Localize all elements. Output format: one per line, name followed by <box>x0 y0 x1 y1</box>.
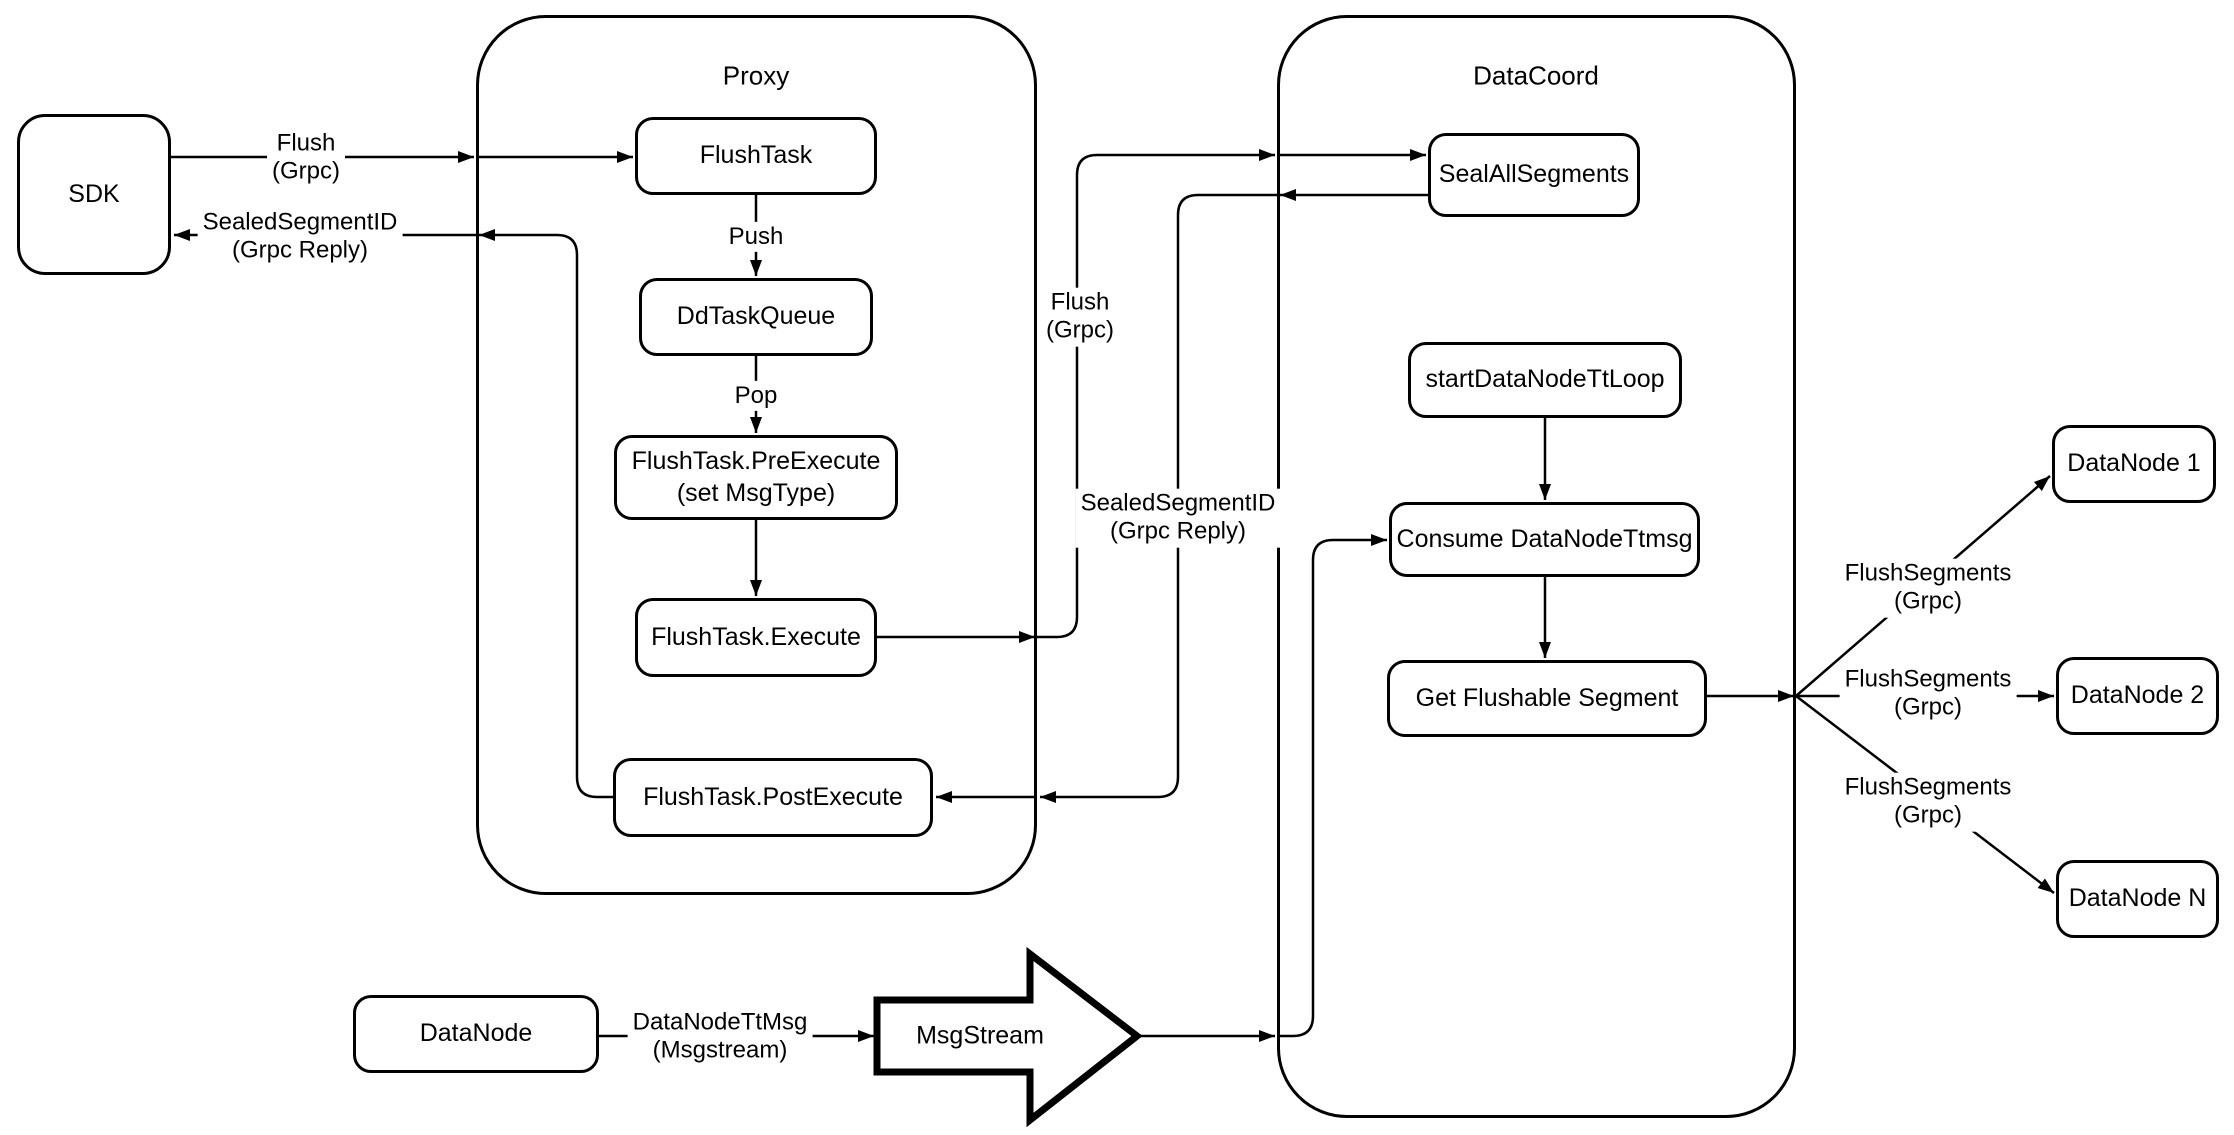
edge-proxy-datacoord-flush <box>1037 149 1275 639</box>
sdk-node-label: SDK <box>68 179 120 208</box>
datanode1-node: DataNode 1 <box>2052 425 2216 503</box>
msgstream-arrow-label: MsgStream <box>916 1021 1044 1050</box>
datanode-node: DataNode <box>353 995 599 1073</box>
edge-label-sealedsegmentid-sdk: SealedSegmentID (Grpc Reply) <box>197 207 403 267</box>
startdatanodettloop-node-label: startDataNodeTtLoop <box>1425 365 1665 394</box>
msgstream-arrow-shape <box>873 946 1143 1128</box>
preexecute-node: FlushTask.PreExecute (set MsgType) <box>614 435 898 520</box>
edge-label-flushsegments-1: FlushSegments (Grpc) <box>1839 558 2017 618</box>
getflushablesegment-node-label: Get Flushable Segment <box>1415 683 1679 712</box>
ddtaskqueue-node: DdTaskQueue <box>639 278 873 356</box>
preexecute-node-label-line2: (set MsgType) <box>676 478 836 507</box>
datanode2-node-label: DataNode 2 <box>2070 681 2205 710</box>
datanode1-node-label: DataNode 1 <box>2067 449 2201 478</box>
datacoord-container <box>1277 15 1796 1118</box>
ddtaskqueue-node-label: DdTaskQueue <box>676 302 836 331</box>
edge-label-flush-mid: Flush (Grpc) <box>1041 287 1119 347</box>
edge-label-pop: Pop <box>729 380 783 412</box>
edge-label-push: Push <box>723 221 789 253</box>
datacoord-title: DataCoord <box>1473 60 1599 91</box>
edge-label-flushsegments-2: FlushSegments (Grpc) <box>1839 664 2017 724</box>
proxy-title: Proxy <box>722 60 790 91</box>
consumedatanodettmsg-node: Consume DataNodeTtmsg <box>1389 502 1700 577</box>
edge-label-flush-sdk: Flush (Grpc) <box>267 128 345 188</box>
sealallsegments-node-label: SealAllSegments <box>1438 160 1630 189</box>
datanoden-node-label: DataNode N <box>2068 884 2207 913</box>
datanode2-node: DataNode 2 <box>2056 657 2219 735</box>
edge-label-datanodettmsg: DataNodeTtMsg (Msgstream) <box>627 1007 813 1067</box>
datanoden-node: DataNode N <box>2056 860 2219 938</box>
consumedatanodettmsg-node-label: Consume DataNodeTtmsg <box>1396 524 1693 553</box>
execute-node-label: FlushTask.Execute <box>651 622 861 651</box>
preexecute-node-label-line1: FlushTask.PreExecute <box>631 447 881 476</box>
edge-datacoordedge-consume <box>1277 534 1387 1038</box>
getflushablesegment-node: Get Flushable Segment <box>1387 660 1707 737</box>
execute-node: FlushTask.Execute <box>635 598 877 677</box>
sdk-node: SDK <box>17 114 171 275</box>
flushtask-node-label: FlushTask <box>699 141 813 170</box>
edge-postexecute-proxyedge <box>479 229 613 799</box>
startdatanodettloop-node: startDataNodeTtLoop <box>1408 342 1682 418</box>
proxy-container <box>476 15 1037 895</box>
flushtask-node: FlushTask <box>635 117 877 195</box>
edge-label-flushsegments-3: FlushSegments (Grpc) <box>1839 772 2017 832</box>
postexecute-node: FlushTask.PostExecute <box>613 758 933 837</box>
edge-label-sealedsegmentid-mid: SealedSegmentID (Grpc Reply) <box>1075 488 1281 548</box>
datanode-node-label: DataNode <box>419 1019 533 1048</box>
sealallsegments-node: SealAllSegments <box>1428 133 1640 217</box>
postexecute-node-label: FlushTask.PostExecute <box>643 782 903 811</box>
